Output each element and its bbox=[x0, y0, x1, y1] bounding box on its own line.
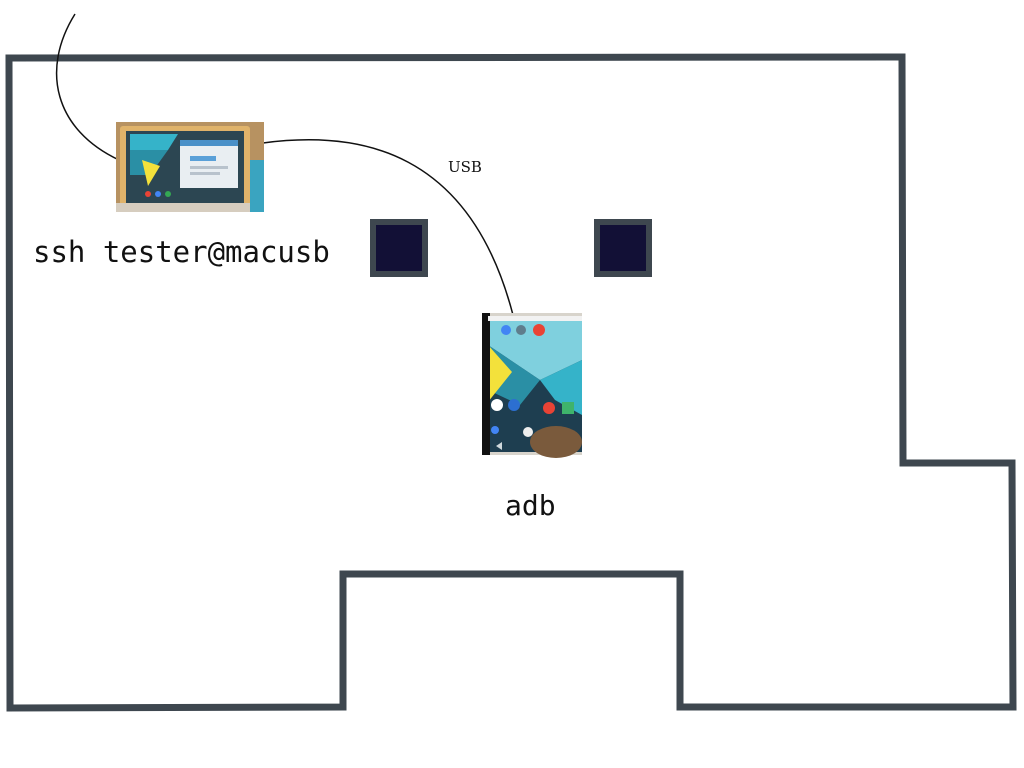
usb-label: USB bbox=[448, 158, 482, 176]
usb-cable bbox=[262, 139, 514, 316]
pillar-left bbox=[370, 219, 428, 277]
adb-label: adb bbox=[505, 489, 556, 522]
room-outline bbox=[5, 53, 1017, 712]
pillar-right bbox=[594, 219, 652, 277]
network-cable bbox=[55, 13, 120, 161]
ssh-command-label: ssh tester@macusb bbox=[33, 235, 330, 269]
android-phone-photo-icon bbox=[482, 313, 582, 458]
laptop-photo-icon bbox=[116, 122, 264, 212]
